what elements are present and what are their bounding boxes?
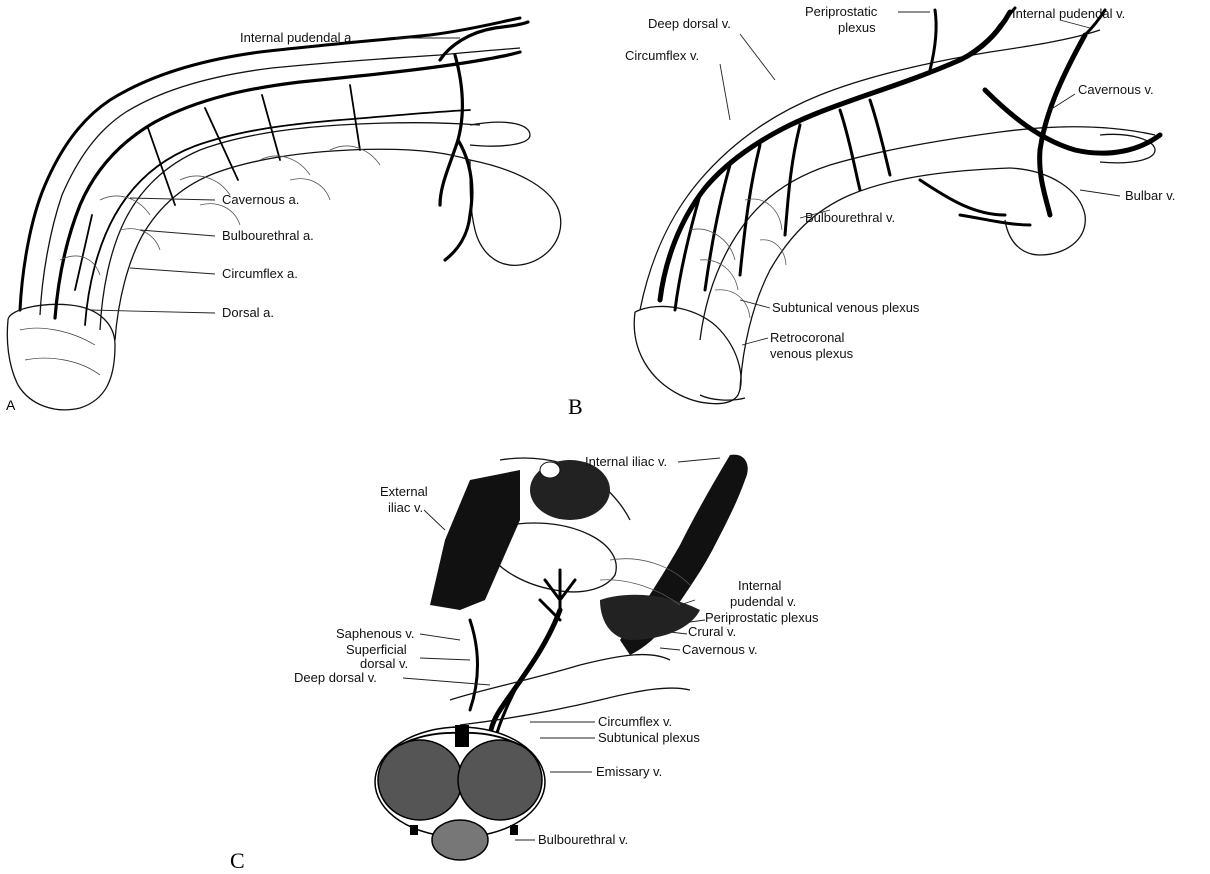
panel-a-letter: A	[6, 397, 16, 413]
label-b-retrocoronal-2: venous plexus	[770, 346, 854, 361]
label-b-periprostatic-1: Periprostatic	[805, 4, 878, 19]
label-circumflex-a: Circumflex a.	[222, 266, 298, 281]
label-c-saphenous-v: Saphenous v.	[336, 626, 415, 641]
label-b-retrocoronal-1: Retrocoronal	[770, 330, 845, 345]
label-c-bulbourethral-v: Bulbourethral v.	[538, 832, 628, 847]
panel-c-letter: C	[230, 848, 245, 873]
label-c-internal-iliac-v: Internal iliac v.	[585, 454, 667, 469]
label-c-internal-pudendal-1: Internal	[738, 578, 781, 593]
label-c-external-iliac-2: iliac v.	[388, 500, 423, 515]
label-c-emissary-v: Emissary v.	[596, 764, 662, 779]
label-bulbourethral-a: Bulbourethral a.	[222, 228, 314, 243]
panel-c: Internal iliac v. External iliac v. Inte…	[230, 454, 819, 873]
panel-c-drawing	[375, 455, 748, 860]
label-b-internal-pudendal-v: Internal pudendal v.	[1012, 6, 1125, 21]
panel-b-letter: B	[568, 394, 583, 419]
label-c-internal-pudendal-2: pudendal v.	[730, 594, 796, 609]
panel-b-penis-drawing	[634, 8, 1160, 404]
label-c-external-iliac-1: External	[380, 484, 428, 499]
label-c-superficial-1: Superficial	[346, 642, 407, 657]
label-internal-pudendal-a: Internal pudendal a.	[240, 30, 355, 45]
label-c-circumflex-v: Circumflex v.	[598, 714, 672, 729]
panel-a: Internal pudendal a. Cavernous a. Bulbou…	[6, 18, 561, 413]
label-c-subtunical-plexus: Subtunical plexus	[598, 730, 700, 745]
label-b-periprostatic-2: plexus	[838, 20, 876, 35]
label-b-circumflex-v: Circumflex v.	[625, 48, 699, 63]
panel-b: Periprostatic plexus Internal pudendal v…	[568, 4, 1175, 419]
label-b-deep-dorsal-v: Deep dorsal v.	[648, 16, 731, 31]
label-c-cavernous-v: Cavernous v.	[682, 642, 758, 657]
label-c-crural-v: Crural v.	[688, 624, 736, 639]
label-b-subtunical-plexus: Subtunical venous plexus	[772, 300, 920, 315]
label-c-periprostatic-plexus: Periprostatic plexus	[705, 610, 819, 625]
label-dorsal-a: Dorsal a.	[222, 305, 274, 320]
label-c-deep-dorsal-v: Deep dorsal v.	[294, 670, 377, 685]
panel-a-penis-drawing	[7, 18, 560, 410]
label-b-bulbar-v: Bulbar v.	[1125, 188, 1175, 203]
label-b-bulbourethral-v: Bulbourethral v.	[805, 210, 895, 225]
label-c-superficial-2: dorsal v.	[360, 656, 408, 671]
label-b-cavernous-v: Cavernous v.	[1078, 82, 1154, 97]
label-cavernous-a: Cavernous a.	[222, 192, 299, 207]
